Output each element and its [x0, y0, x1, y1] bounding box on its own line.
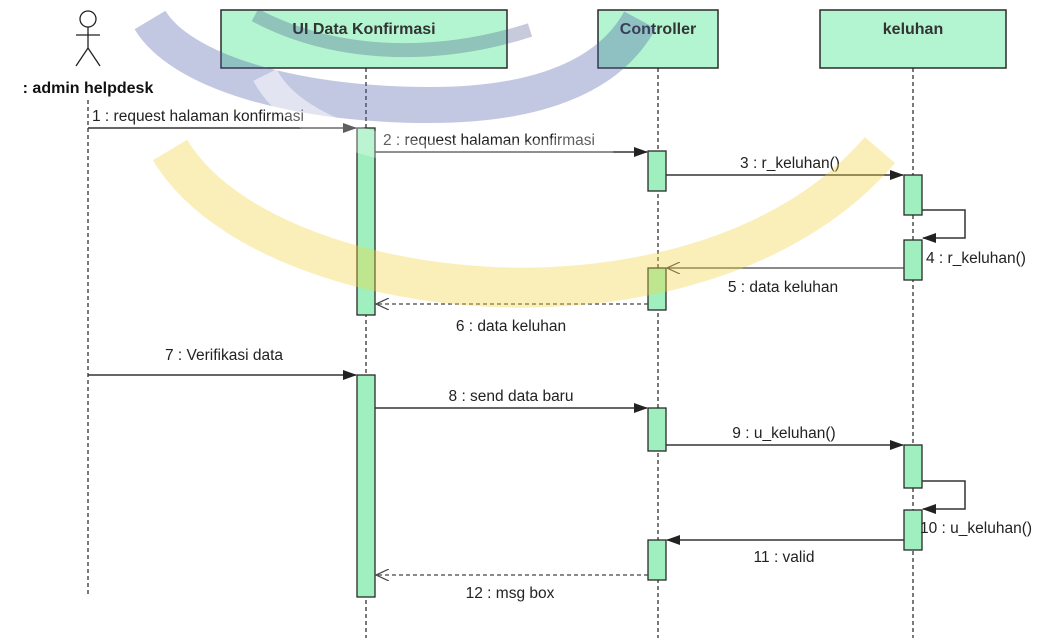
- message-arrow-4: [922, 209, 966, 243]
- message-label-1: 1 : request halaman konfirmasi: [92, 108, 304, 125]
- activation-controller-1: [647, 150, 667, 192]
- message-label-10: 10 : u_keluhan(): [920, 520, 1032, 537]
- activation-ui-1: [356, 127, 376, 316]
- message-label-7: 7 : Verifikasi data: [165, 347, 283, 364]
- activation-controller-2: [647, 267, 667, 311]
- message-label-6: 6 : data keluhan: [456, 318, 566, 335]
- message-arrow-10: [922, 480, 966, 514]
- actor-label: : admin helpdesk: [23, 80, 154, 97]
- activation-keluhan-1: [903, 174, 923, 216]
- message-label-2: 2 : request halaman konfirmasi: [383, 132, 595, 149]
- message-label-12: 12 : msg box: [466, 585, 555, 602]
- participant-label-controller: Controller: [620, 21, 696, 38]
- participant-box-ui: [220, 9, 508, 69]
- participant-box-keluhan: [819, 9, 1007, 69]
- message-label-5: 5 : data keluhan: [728, 279, 838, 296]
- participant-box-controller: [597, 9, 719, 69]
- activation-ui-2: [356, 374, 376, 598]
- activation-keluhan-2: [903, 239, 923, 281]
- activation-controller-3: [647, 407, 667, 452]
- activation-controller-4: [647, 539, 667, 581]
- message-label-4: 4 : r_keluhan(): [926, 250, 1026, 267]
- participant-label-ui: UI Data Konfirmasi: [292, 21, 435, 38]
- message-label-11: 11 : valid: [754, 549, 815, 566]
- message-label-8: 8 : send data baru: [449, 388, 574, 405]
- activation-keluhan-3: [903, 444, 923, 489]
- participant-label-keluhan: keluhan: [883, 21, 943, 38]
- stick-figure-icon: [75, 10, 101, 67]
- message-label-9: 9 : u_keluhan(): [732, 425, 835, 442]
- message-label-3: 3 : r_keluhan(): [740, 155, 840, 172]
- activation-keluhan-4: [903, 509, 923, 551]
